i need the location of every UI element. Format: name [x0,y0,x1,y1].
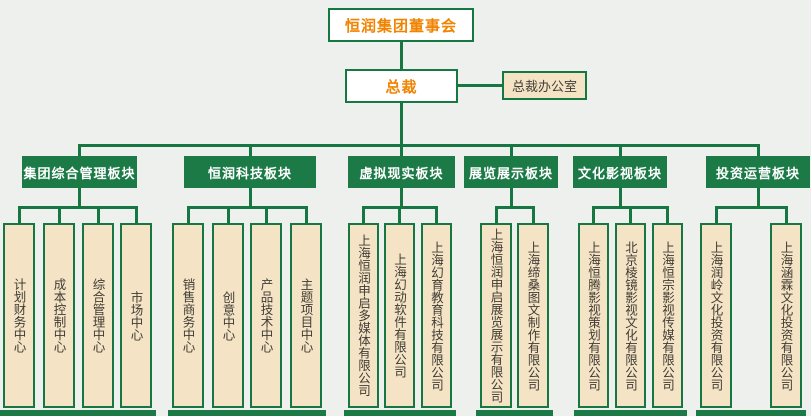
main-bus-line [79,144,758,147]
unit-box: 北京棱镜影视文化有限公司 [615,223,646,408]
child-drop-line [714,206,718,223]
child-drop-line [362,206,365,223]
unit-box: 主题项目中心 [290,223,322,408]
unit-box: 市场中心 [120,223,152,408]
division-box: 集团综合管理板块 [22,156,137,188]
division-box: 文化影视板块 [573,156,667,188]
child-bus-line [17,206,138,209]
unit-box: 上海恒宗影视传媒有限公司 [652,223,683,408]
child-drop-line [264,206,268,223]
cropped-bottom-bar [476,410,553,416]
cropped-bottom-bar [344,410,456,416]
unit-box: 上海润岭文化投资有限公司 [700,223,732,408]
unit-box: 成本控制中心 [43,223,75,408]
unit-box: 计划财务中心 [3,223,35,408]
division-box: 投资运营板块 [706,156,810,188]
unit-box: 上海涵霖文化投资有限公司 [770,223,802,408]
unit-box: 上海恒腾影视策划有限公司 [578,223,609,408]
child-bus-line [186,206,308,209]
division-box: 恒润科技板块 [184,156,316,188]
division-drop-line [618,144,622,156]
division-stub-line [756,188,760,209]
connector-president-bus [399,103,403,147]
unit-box: 上海恒润申启展览展示有限公司 [480,223,512,408]
child-drop-line [96,206,100,223]
cropped-bottom-bar [696,410,806,416]
division-drop-line [400,144,403,156]
unit-box: 上海幻育教育科技有限公司 [421,223,452,408]
child-drop-line [17,206,21,223]
division-stub-line [248,188,252,209]
unit-box: 创意中心 [212,223,244,408]
unit-box: 上海缔桑图文制作有限公司 [517,223,549,408]
child-bus-line [494,206,535,209]
connector-board-president [399,42,403,69]
child-drop-line [226,206,230,223]
division-drop-line [78,144,81,156]
child-drop-line [134,206,138,223]
child-drop-line [494,206,498,223]
division-box: 虚拟现实板块 [348,156,455,188]
connector-president-office [456,84,502,87]
child-drop-line [186,206,190,223]
child-drop-line [304,206,308,223]
unit-box: 销售商务中心 [172,223,204,408]
child-drop-line [629,206,632,223]
division-stub-line [618,188,622,209]
child-drop-line [531,206,535,223]
board-of-directors-box: 恒润集团董事会 [328,8,474,42]
division-stub-line [78,188,81,209]
unit-box: 上海恒润申启多媒体有限公司 [348,223,379,408]
president-box: 总裁 [345,69,458,103]
child-drop-line [435,206,438,223]
child-drop-line [666,206,669,223]
unit-box: 上海幻动软件有限公司 [384,223,415,408]
cropped-bottom-bar [0,410,156,416]
cropped-bottom-bar [168,410,326,416]
division-stub-line [509,188,513,209]
child-drop-line [592,206,595,223]
division-box: 展览展示板块 [464,156,558,188]
child-drop-line [57,206,61,223]
division-drop-line [248,144,252,156]
division-drop-line [756,144,760,156]
cropped-bottom-bar [574,410,687,416]
unit-box: 产品技术中心 [250,223,282,408]
child-bus-line [714,206,788,209]
unit-box: 综合管理中心 [82,223,114,408]
division-stub-line [400,188,403,209]
child-drop-line [784,206,788,223]
child-drop-line [398,206,401,223]
president-office-box: 总裁办公室 [502,71,587,100]
division-drop-line [509,144,513,156]
